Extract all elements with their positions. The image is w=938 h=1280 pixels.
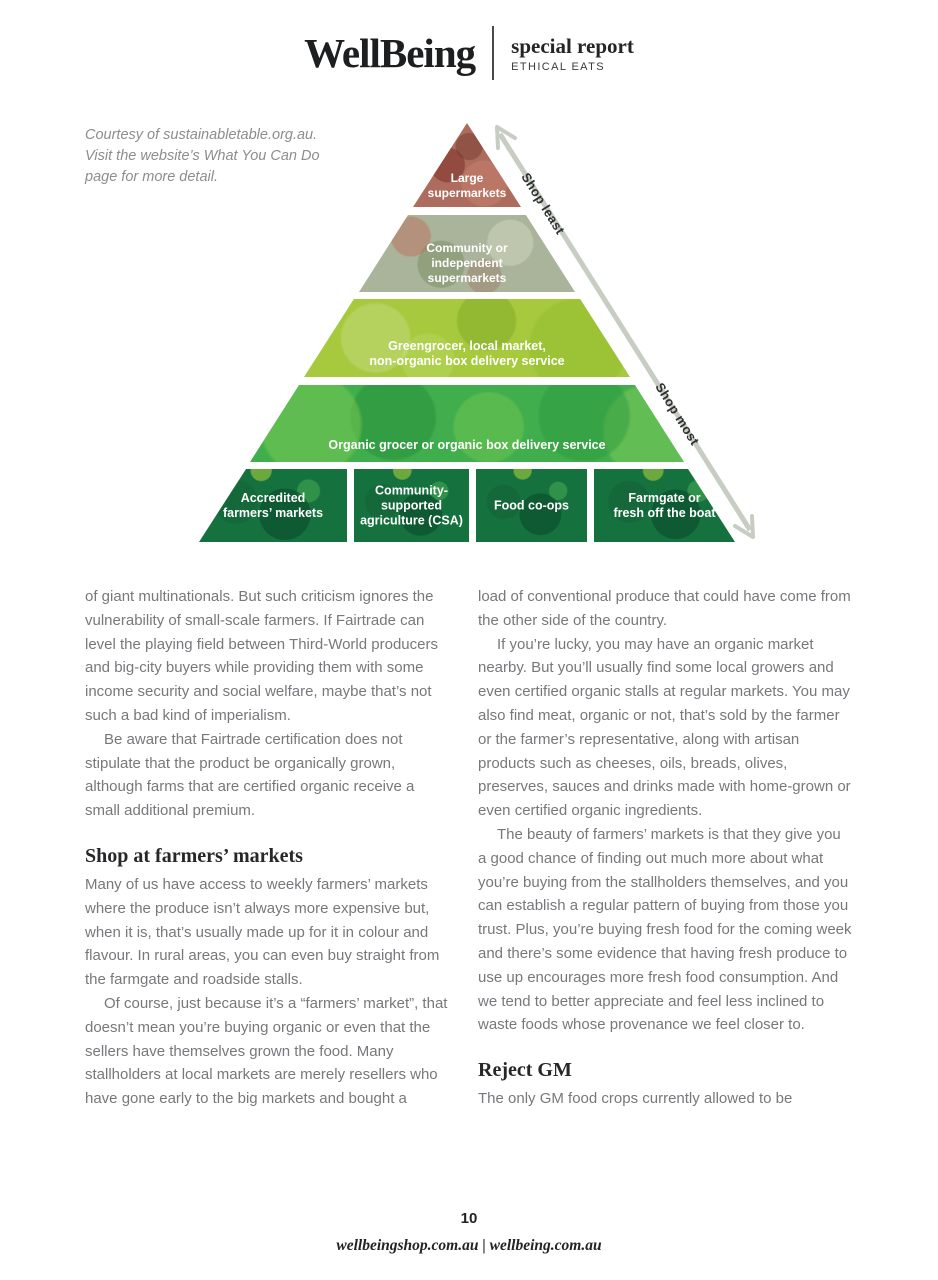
label-line: Organic grocer or organic box delivery s…: [328, 438, 606, 452]
pyramid-segment-label: Farmgate or fresh off the boat: [594, 491, 735, 521]
figure-caption: Courtesy of sustainabletable.org.au. Vis…: [85, 125, 355, 188]
header-tagline: special report ETHICAL EATS: [511, 34, 634, 73]
pyramid-level-label: Organic grocer or organic box delivery s…: [250, 438, 684, 453]
label-line: Food co-ops: [494, 498, 569, 512]
paragraph: of giant multinationals. But such critic…: [85, 588, 438, 724]
wellbeing-logo: WellBeing: [304, 30, 476, 76]
pyramid-level-label: Large supermarkets: [413, 171, 521, 201]
pyramid-level-community-supermarkets: Community or independent supermarkets: [359, 215, 575, 292]
section-heading-shop-at-farmers-markets: Shop at farmers’ markets: [85, 844, 303, 867]
pyramid-segment-label: Community- supported agriculture (CSA): [354, 483, 469, 528]
article-column-left: of giant multinationals. But such critic…: [85, 585, 448, 1111]
label-line: agriculture (CSA): [360, 513, 463, 527]
label-line: Farmgate or: [628, 490, 701, 505]
paragraph: Many of us have access to weekly farmers…: [85, 875, 440, 989]
tagline-subtitle: ETHICAL EATS: [511, 60, 605, 73]
paragraph: If you’re lucky, you may have an organic…: [478, 635, 851, 820]
pyramid-level-label: Community or independent supermarkets: [359, 241, 575, 286]
label-line: fresh off the boat: [613, 505, 716, 520]
label-line: supermarkets: [427, 186, 507, 200]
label-line: farmers’ markets: [222, 505, 324, 520]
label-line: Greengrocer, local market,: [388, 339, 546, 353]
paragraph: Be aware that Fairtrade certification do…: [85, 730, 415, 820]
pyramid-level-greengrocer: Greengrocer, local market, non-organic b…: [304, 299, 630, 377]
paragraph: The only GM food crops currently allowed…: [478, 1090, 793, 1108]
label-line: supermarkets: [427, 271, 507, 285]
label-line: independent: [431, 256, 503, 270]
label-line: Community-: [375, 483, 448, 497]
pyramid-level-large-supermarkets: Large supermarkets: [413, 123, 521, 207]
caption-line: Courtesy of sustainabletable.org.au.: [85, 127, 318, 143]
pyramid-segment-food-coops: Food co-ops: [476, 469, 587, 542]
footer-links: wellbeingshop.com.au | wellbeing.com.au: [336, 1237, 602, 1254]
pyramid-segment-label: Food co-ops: [476, 498, 587, 513]
pyramid-segment-farmgate: Farmgate or fresh off the boat: [594, 469, 735, 542]
caption-line: page for more detail.: [85, 169, 218, 185]
paragraph: load of conventional produce that could …: [478, 588, 851, 629]
pyramid-segment-farmers-markets: Accredited farmers’ markets: [199, 469, 347, 542]
caption-line: Visit the website’s What You Can Do: [85, 148, 320, 164]
label-line: Community or: [426, 241, 508, 255]
label-line: Accredited: [240, 490, 306, 505]
paragraph: The beauty of farmers’ markets is that t…: [478, 825, 852, 1034]
pyramid-level-organic-grocer: Organic grocer or organic box delivery s…: [250, 385, 684, 462]
page-header: WellBeing special report ETHICAL EATS: [0, 26, 938, 80]
article-column-right: load of conventional produce that could …: [478, 585, 853, 1111]
paragraph: Of course, just because it’s a “farmers’…: [85, 994, 448, 1108]
pyramid-level-label: Greengrocer, local market, non-organic b…: [304, 339, 630, 369]
pyramid-segment-label: Accredited farmers’ markets: [199, 491, 347, 521]
label-line: Large: [450, 171, 484, 185]
label-line: supported: [380, 498, 443, 512]
tagline-title: special report: [511, 33, 634, 58]
page-number: 10: [460, 1210, 478, 1227]
label-line: non-organic box delivery service: [369, 354, 565, 368]
section-heading-reject-gm: Reject GM: [478, 1059, 572, 1082]
pyramid-segment-csa: Community- supported agriculture (CSA): [354, 469, 469, 542]
header-divider: [492, 26, 495, 80]
